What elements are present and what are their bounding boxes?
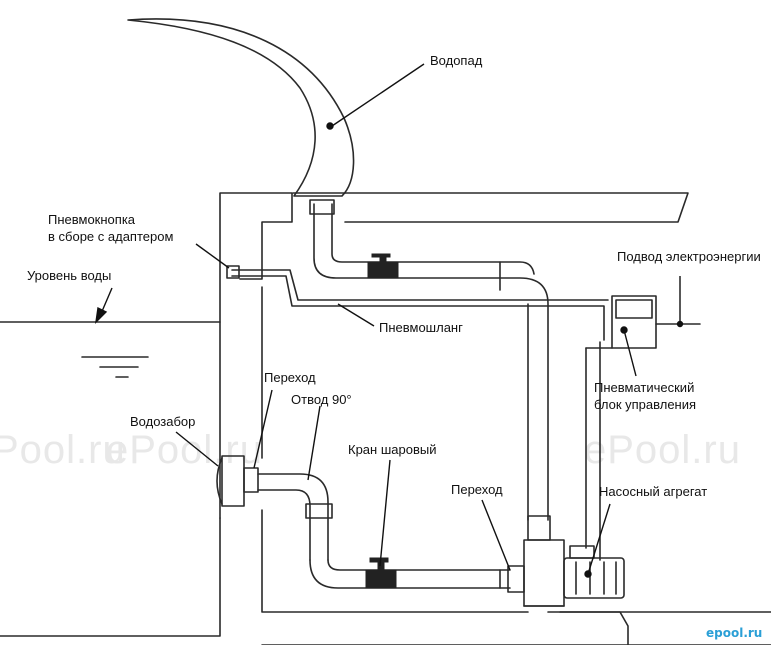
control-unit-panel xyxy=(615,299,653,319)
label-waterfall: Водопад xyxy=(430,53,483,68)
label-pump-unit: Насосный агрегат xyxy=(599,484,708,499)
watermark-corner: epool.ru xyxy=(706,626,763,640)
leader-pump xyxy=(587,503,611,575)
lower-coupling xyxy=(305,503,333,519)
label-control-unit-line2: блок управления xyxy=(594,397,697,412)
label-pneumobutton-line1: Пневмокнопка xyxy=(48,212,136,227)
arrow-water-level xyxy=(95,306,108,324)
leader-pneumohose xyxy=(337,303,375,327)
watermark-center: ePool.ru xyxy=(106,428,263,472)
leader-control-unit-dot xyxy=(620,326,628,334)
label-control-unit-line1: Пневматический xyxy=(594,380,695,395)
pool-wall-outline xyxy=(0,192,293,323)
leader-power-dot xyxy=(676,320,684,328)
elbow-outline-outer xyxy=(257,473,329,561)
lower-ball-valve-body xyxy=(365,569,397,589)
upper-pipe-outline-left xyxy=(313,203,549,521)
lower-pipe-bend-inner xyxy=(327,559,511,571)
label-elbow: Отвод 90° xyxy=(291,392,352,407)
transition-top-fitting xyxy=(243,467,259,493)
pump-top-coupling xyxy=(527,515,551,541)
ground-line xyxy=(547,611,629,645)
leader-ball-valve xyxy=(379,459,391,567)
pneumohose-line xyxy=(231,269,609,301)
label-pneumohose: Пневмошланг xyxy=(379,320,463,335)
leader-transition-bottom xyxy=(481,499,511,571)
label-transition-top: Переход xyxy=(264,370,316,385)
label-water-level: Уровень воды xyxy=(27,268,112,283)
label-intake: Водозабор xyxy=(130,414,196,429)
pump-motor xyxy=(563,557,625,599)
leader-control-unit xyxy=(623,329,637,377)
pool-floor-left xyxy=(0,517,221,637)
lower-ball-valve-stem xyxy=(377,561,385,571)
label-power-supply: Подвод электроэнергии xyxy=(617,249,761,264)
pump-motor-cap xyxy=(569,545,595,559)
lower-pipe-bend-outer xyxy=(309,559,511,589)
leader-intake xyxy=(175,431,219,467)
elbow-outline-inner xyxy=(257,489,311,561)
leader-waterfall-dot xyxy=(326,122,334,130)
upper-coupling xyxy=(309,199,335,215)
intake-face xyxy=(216,457,223,505)
leader-pneumobutton xyxy=(195,243,230,269)
upper-pipe-outline-right xyxy=(331,203,535,275)
label-transition-bottom: Переход xyxy=(451,482,503,497)
pump-housing xyxy=(523,539,565,607)
deck-slab xyxy=(344,192,689,223)
leader-transition-top xyxy=(253,389,273,469)
label-ball-valve: Кран шаровый xyxy=(348,442,437,457)
waterfall-sheet xyxy=(127,18,355,197)
lower-ball-valve-handle xyxy=(369,557,389,563)
leader-pump-dot xyxy=(584,570,592,578)
watermark-right: ePool.ru xyxy=(584,428,741,472)
control-unit-box xyxy=(611,295,657,349)
pneumobutton-body xyxy=(226,265,240,279)
upper-ball-valve-body xyxy=(367,261,399,279)
pneumohose-line-2 xyxy=(231,275,605,341)
intake-body xyxy=(221,455,245,507)
watermark-left: Pool.ru xyxy=(0,428,126,472)
wall-lower-inner xyxy=(261,509,529,613)
upper-ball-valve-handle xyxy=(371,253,391,258)
leader-waterfall xyxy=(331,63,425,127)
leader-elbow xyxy=(307,405,321,481)
label-pneumobutton-line2: в сборе с адаптером xyxy=(48,229,174,244)
